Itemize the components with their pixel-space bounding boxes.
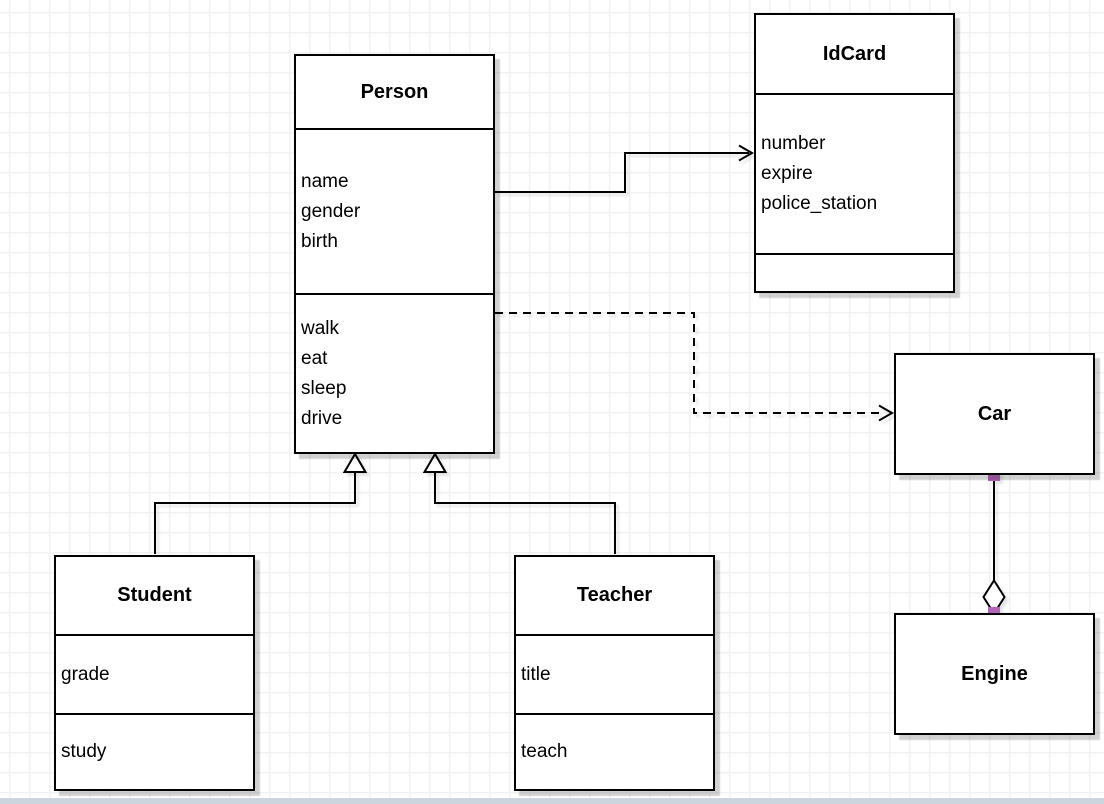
- method: teach: [521, 741, 568, 762]
- class-box-person[interactable]: Person name gender birth walk eat sleep …: [294, 54, 495, 454]
- attribute: grade: [61, 663, 110, 685]
- method: study: [61, 741, 107, 762]
- methods-compartment: teach: [516, 713, 713, 789]
- attribute: birth: [301, 230, 338, 252]
- class-box-engine[interactable]: Engine: [894, 613, 1095, 735]
- class-title: Student: [117, 584, 192, 606]
- attributes-compartment: title: [516, 634, 713, 713]
- class-title: IdCard: [822, 42, 887, 65]
- class-box-student[interactable]: Student grade study: [54, 555, 255, 791]
- attributes-compartment: grade: [56, 634, 253, 713]
- class-title: Person: [360, 80, 429, 103]
- class-title: Car: [977, 402, 1012, 425]
- class-box-teacher[interactable]: Teacher title teach: [514, 555, 715, 791]
- edge-student-person-generalization[interactable]: [154, 452, 368, 554]
- attribute: gender: [301, 200, 361, 222]
- edge-person-idcard-association[interactable]: [495, 144, 755, 193]
- page-edge-strip: [0, 798, 1104, 804]
- attributes-compartment: name gender birth: [296, 128, 493, 293]
- edge-person-car-dependency[interactable]: [495, 312, 895, 422]
- edge-teacher-person-generalization[interactable]: [422, 452, 616, 554]
- attribute: title: [521, 663, 551, 685]
- hollow-triangle-icon: [422, 452, 448, 473]
- class-box-car[interactable]: Car: [894, 353, 1095, 475]
- open-arrowhead-icon: [878, 404, 895, 422]
- hollow-diamond-icon: [982, 578, 1006, 616]
- attributes-compartment: number expire police_station: [756, 93, 953, 253]
- attribute: expire: [761, 163, 813, 184]
- methods-compartment-empty: [756, 253, 953, 291]
- attribute: number: [761, 133, 826, 154]
- hollow-triangle-icon: [342, 452, 368, 473]
- open-arrowhead-icon: [738, 144, 755, 162]
- class-title: Teacher: [576, 584, 653, 606]
- class-box-idcard[interactable]: IdCard number expire police_station: [754, 13, 955, 293]
- methods-compartment: walk eat sleep drive: [296, 293, 493, 452]
- attribute: police_station: [761, 193, 878, 214]
- class-title: Engine: [961, 662, 1028, 685]
- method: eat: [301, 347, 328, 369]
- edge-car-engine-aggregation[interactable]: [982, 469, 1006, 619]
- attribute: name: [301, 170, 349, 192]
- methods-compartment: study: [56, 713, 253, 789]
- method: sleep: [301, 377, 347, 399]
- method: drive: [301, 407, 343, 429]
- method: walk: [301, 317, 340, 339]
